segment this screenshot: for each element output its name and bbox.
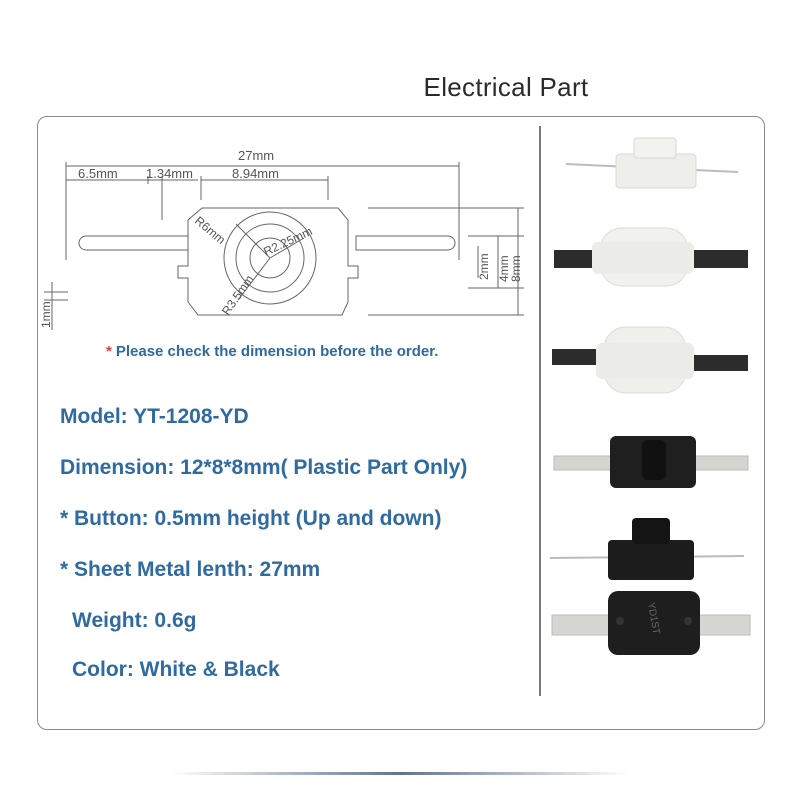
bottom-divider [170,772,630,775]
photo-black-side [549,518,745,580]
product-photos: YD1ST [548,120,758,680]
column-divider [539,126,541,696]
dim-left-tab: 6.5mm [78,166,118,181]
dim-height-mid: 4mm [497,255,511,282]
photo-white-side [565,137,739,189]
dimension-note: *Please check the dimension before the o… [106,343,438,360]
dim-height-full: 8mm [509,255,523,282]
page-title: Electrical Part [423,72,589,102]
photo-black-bottom: YD1ST [551,591,751,655]
spec-button: * Button: 0.5mm height (Up and down) [60,507,442,530]
spec-sheet-metal: * Sheet Metal lenth: 27mm [60,558,321,581]
dim-radius-outer: R6mm [192,214,228,247]
spec-weight: Weight: 0.6g [72,609,197,632]
dimension-drawing: 27mm 6.5mm 1.34mm 8.94mm R6mm R2.25mm R3… [39,148,524,330]
spec-dimension: Dimension: 12*8*8mm( Plastic Part Only) [60,456,468,479]
dim-thickness: 1mm [39,301,53,328]
photo-white-top-1 [554,227,748,287]
photo-white-top-2 [552,326,748,394]
dim-body-width: 8.94mm [232,166,279,181]
dim-radius-mid: R3.5mm [219,273,256,318]
dim-gap: 1.34mm [146,166,193,181]
note-text: Please check the dimension before the or… [115,343,439,360]
note-star: * [106,343,112,360]
spec-model: Model: YT-1208-YD [60,405,249,428]
spec-color: Color: White & Black [72,658,280,681]
dim-total-length: 27mm [238,148,274,163]
photo-black-button [553,436,749,488]
dim-tab-height: 2mm [477,253,491,280]
